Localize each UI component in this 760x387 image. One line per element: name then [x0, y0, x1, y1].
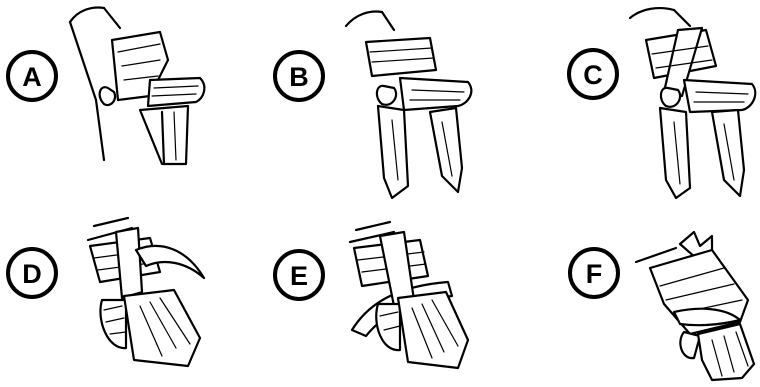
- panel-f-label: F: [586, 259, 603, 289]
- panel-b-illustration: [346, 12, 471, 198]
- panel-b-label-badge: B: [275, 52, 323, 100]
- panel-e-illustration: [350, 222, 468, 368]
- panel-a-illustration: [70, 8, 204, 164]
- panel-c: C: [569, 8, 755, 198]
- panel-f-illustration: [636, 232, 754, 380]
- panel-b: B: [275, 12, 471, 198]
- panel-e-label-badge: E: [275, 251, 323, 299]
- panel-f: F: [570, 232, 754, 380]
- panel-d-label: D: [22, 259, 42, 289]
- panel-c-label: C: [583, 60, 603, 90]
- panel-c-label-badge: C: [569, 50, 617, 98]
- panel-b-label: B: [289, 62, 309, 92]
- panel-e-label: E: [290, 261, 308, 291]
- panel-a: A: [8, 8, 204, 164]
- panel-d-label-badge: D: [8, 249, 56, 297]
- panel-e: E: [275, 222, 468, 368]
- panel-a-label: A: [22, 62, 42, 92]
- panel-d: D: [8, 218, 204, 366]
- panel-c-illustration: [630, 8, 755, 198]
- panel-a-label-badge: A: [8, 52, 56, 100]
- panel-d-illustration: [88, 218, 204, 366]
- panel-f-label-badge: F: [570, 249, 618, 297]
